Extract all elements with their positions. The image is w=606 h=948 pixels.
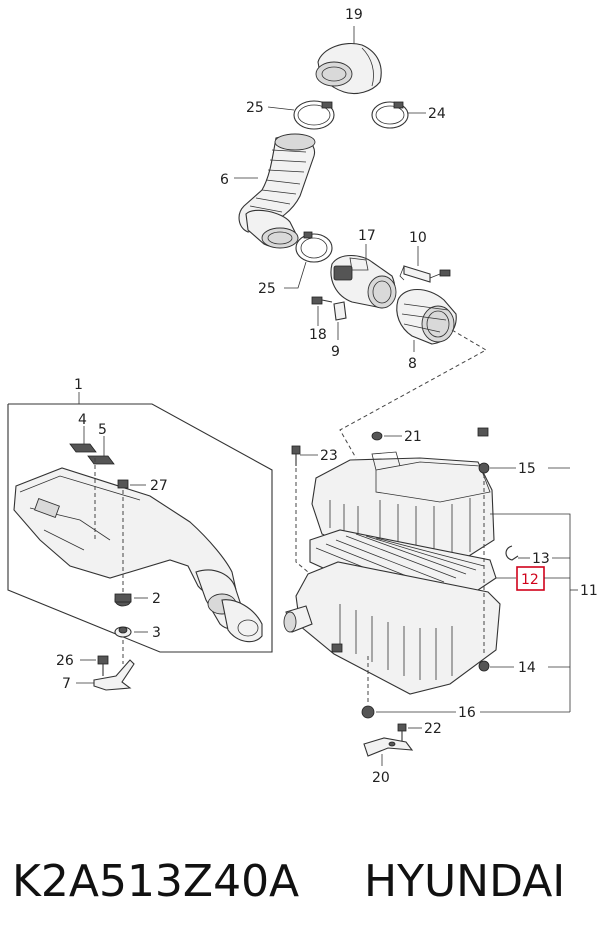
callout-25-upper: 25 xyxy=(246,100,264,116)
part-5-label[interactable] xyxy=(87,455,115,465)
callout-10: 10 xyxy=(409,230,427,246)
part-15-clip[interactable] xyxy=(477,427,490,474)
part-9-bracket[interactable] xyxy=(333,301,347,321)
part-8-mesh-adaptor[interactable] xyxy=(396,288,457,345)
part-23-bolt[interactable] xyxy=(291,445,301,466)
part-13-clip[interactable] xyxy=(505,545,519,561)
callout-16: 16 xyxy=(458,705,476,721)
callout-9: 9 xyxy=(331,344,340,360)
part-26-bolt[interactable] xyxy=(97,655,109,676)
part-24-clamp[interactable] xyxy=(371,101,409,129)
callout-21: 21 xyxy=(404,429,422,445)
part-3-collar[interactable] xyxy=(114,626,132,638)
callout-15: 15 xyxy=(518,461,536,477)
callout-24: 24 xyxy=(428,106,446,122)
part-17-airflow-sensor[interactable] xyxy=(330,254,397,309)
part-18-bolt[interactable] xyxy=(311,296,333,305)
part-number: K2A513Z40A xyxy=(12,856,300,907)
callout-19: 19 xyxy=(345,7,363,23)
part-27-grommet[interactable] xyxy=(117,479,129,489)
part-2-insulator[interactable] xyxy=(114,593,132,607)
part-6-intake-hose[interactable] xyxy=(238,133,316,249)
callout-20: 20 xyxy=(372,770,390,786)
part-4-label[interactable] xyxy=(69,443,97,453)
callout-3: 3 xyxy=(152,625,161,641)
callout-12-highlight xyxy=(516,566,545,591)
callout-11: 11 xyxy=(580,583,598,599)
callout-17: 17 xyxy=(358,228,376,244)
callout-12: 12 xyxy=(521,572,539,588)
callout-8: 8 xyxy=(408,356,417,372)
callout-2: 2 xyxy=(152,591,161,607)
air-cleaner-lower-body[interactable] xyxy=(283,561,501,695)
callout-26: 26 xyxy=(56,653,74,669)
part-25-lower-clamp[interactable] xyxy=(295,231,333,263)
callout-1: 1 xyxy=(74,377,83,393)
part-19-elbow-hose[interactable] xyxy=(315,43,382,95)
part-7-bracket[interactable] xyxy=(93,659,135,691)
part-20-bracket[interactable] xyxy=(363,737,414,757)
exploded-parts-diagram: 19 25 24 6 25 17 xyxy=(7,7,598,786)
part-16-grommet[interactable] xyxy=(361,705,375,719)
callout-5: 5 xyxy=(98,422,107,438)
part-25-upper-clamp[interactable] xyxy=(293,100,335,130)
part-22-bolt[interactable] xyxy=(397,723,407,742)
brand-name: HYUNDAI xyxy=(364,856,566,907)
callout-23: 23 xyxy=(320,448,338,464)
part-21-grommet[interactable] xyxy=(371,431,383,441)
callout-18: 18 xyxy=(309,327,327,343)
part-footer: K2A513Z40A HYUNDAI xyxy=(0,838,606,938)
part-1-frame xyxy=(7,403,273,653)
callout-13: 13 xyxy=(532,551,550,567)
part-1-air-duct[interactable] xyxy=(13,467,263,643)
callout-6: 6 xyxy=(220,172,229,188)
callout-22: 22 xyxy=(424,721,442,737)
callout-7: 7 xyxy=(62,676,71,692)
callout-25-lower: 25 xyxy=(258,281,276,297)
part-10-bracket[interactable] xyxy=(399,265,451,283)
part-14-clip[interactable] xyxy=(478,660,490,672)
callout-4: 4 xyxy=(78,412,87,428)
callout-27: 27 xyxy=(150,478,168,494)
callout-14: 14 xyxy=(518,660,536,676)
